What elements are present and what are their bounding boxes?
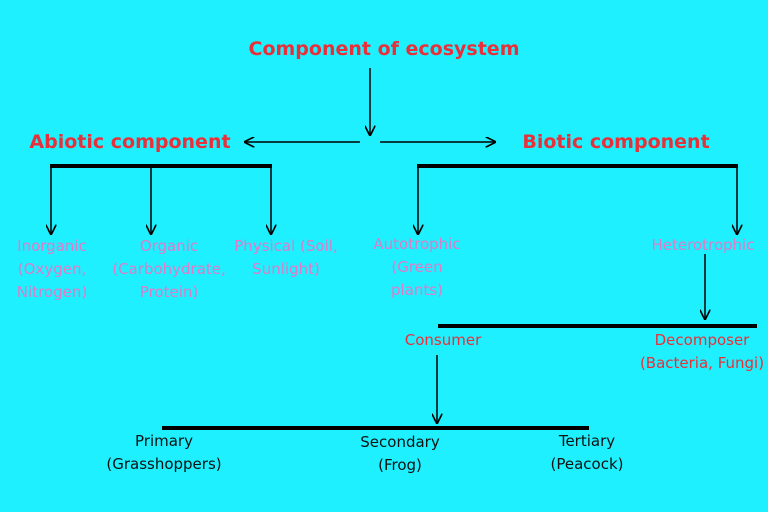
autotrophic-line-3: plants) [391, 281, 443, 299]
abiotic-inorganic: Inorganic (Oxygen, Nitrogen) [2, 235, 102, 304]
consumer-secondary: Secondary (Frog) [345, 431, 455, 477]
autotrophic-line-1: Autotrophic [373, 235, 461, 253]
physical-line-2: Sunlight) [252, 260, 320, 278]
inorganic-line-3: Nitrogen) [16, 283, 88, 301]
physical-line-1: Physical (Soil, [234, 237, 338, 255]
primary-line-1: Primary [135, 432, 193, 450]
abiotic-physical: Physical (Soil, Sunlight) [226, 235, 346, 281]
inorganic-line-1: Inorganic [17, 237, 87, 255]
organic-line-3: Protein) [139, 283, 199, 301]
consumer-tertiary: Tertiary (Peacock) [537, 430, 637, 476]
autotrophic-line-2: (Green [391, 258, 443, 276]
decomposer-line-2: (Bacteria, Fungi) [639, 354, 765, 372]
organic-line-1: Organic [139, 237, 199, 255]
tertiary-line-2: (Peacock) [550, 455, 624, 473]
secondary-line-1: Secondary [360, 433, 440, 451]
secondary-line-2: (Frog) [378, 456, 422, 474]
decomposer-line-1: Decomposer [654, 331, 750, 349]
abiotic-label: Abiotic component [29, 131, 231, 153]
inorganic-line-2: (Oxygen, [17, 260, 87, 278]
decomposer-label: Decomposer (Bacteria, Fungi) [636, 329, 768, 375]
organic-line-2: (Carbohydrate, [112, 260, 226, 278]
biotic-heterotrophic: Heterotrophic [651, 236, 755, 254]
biotic-label: Biotic component [522, 131, 710, 153]
biotic-autotrophic: Autotrophic (Green plants) [362, 233, 472, 302]
consumer-primary: Primary (Grasshoppers) [99, 430, 229, 476]
primary-line-2: (Grasshoppers) [106, 455, 222, 473]
consumer-label: Consumer [404, 331, 482, 349]
abiotic-organic: Organic (Carbohydrate, Protein) [104, 235, 234, 304]
tertiary-line-1: Tertiary [558, 432, 616, 450]
diagram-title: Component of ecosystem [248, 38, 520, 60]
